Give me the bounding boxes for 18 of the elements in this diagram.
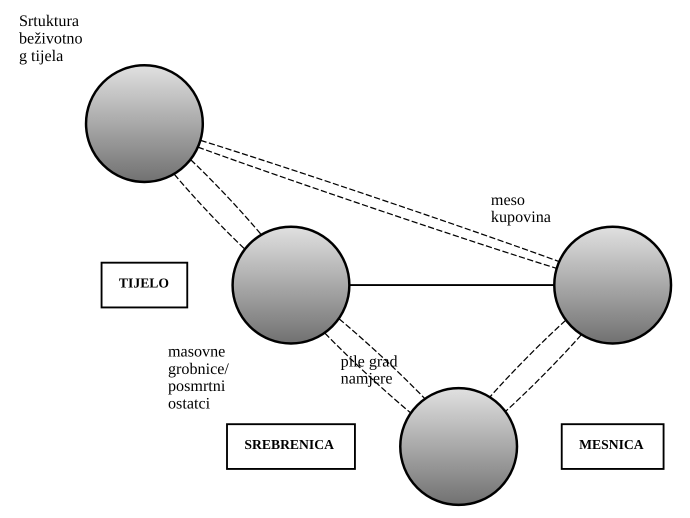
node-circle	[553, 225, 672, 345]
node-label: Srtuktura beživotno g tijela	[18, 12, 83, 65]
node-circle	[84, 64, 204, 184]
connector	[349, 284, 554, 286]
connector	[338, 318, 425, 399]
node-label: masovne grobnice/ posmrtni ostatci	[168, 343, 229, 413]
node-box: TIJELO	[100, 262, 188, 308]
node-label: meso kupovina	[490, 192, 551, 226]
connector	[174, 174, 246, 250]
node-box: SREBRENICA	[226, 423, 356, 470]
node-box: MESNICA	[560, 423, 665, 470]
connector	[505, 334, 582, 412]
connector	[190, 159, 262, 235]
node-circle	[399, 386, 518, 506]
node-label: pile grad namjere	[340, 353, 398, 388]
node-circle	[231, 225, 351, 345]
connector	[324, 332, 412, 414]
connector	[490, 320, 566, 398]
